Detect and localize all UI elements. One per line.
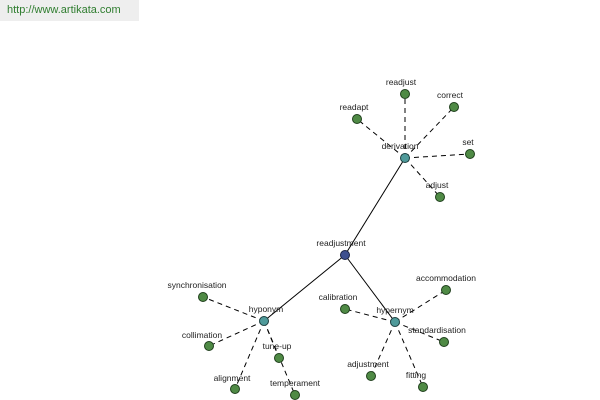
label-alignment[interactable]: alignment <box>214 373 251 383</box>
relation-node-hyponym[interactable] <box>259 316 269 326</box>
graph-labels: readjust correct readapt set adjust derivatio… <box>167 77 476 388</box>
node-alignment[interactable] <box>230 384 240 394</box>
node-correct[interactable] <box>449 102 459 112</box>
node-collimation[interactable] <box>204 341 214 351</box>
edge-hypernym-accommodation <box>394 289 447 323</box>
relation-label-hypernym[interactable]: hypernym <box>376 305 413 315</box>
node-synchronisation[interactable] <box>198 292 208 302</box>
relation-node-hypernym[interactable] <box>390 317 400 327</box>
node-tune-up[interactable] <box>274 353 284 363</box>
edge-root-derivation <box>344 157 406 256</box>
graph-nodes <box>198 89 475 400</box>
edge-root-hyponym <box>263 254 346 322</box>
root-node[interactable] <box>340 250 350 260</box>
label-synchronisation[interactable]: synchronisation <box>167 280 226 290</box>
node-adjust[interactable] <box>435 192 445 202</box>
edge-hypernym-fitting <box>394 321 424 388</box>
label-correct[interactable]: correct <box>437 90 464 100</box>
label-calibration[interactable]: calibration <box>319 292 358 302</box>
edge-hypernym-adjustment <box>370 321 396 377</box>
label-adjustment[interactable]: adjustment <box>347 359 389 369</box>
relation-node-derivation[interactable] <box>400 153 410 163</box>
label-tune-up[interactable]: tune-up <box>263 341 292 351</box>
edge-hyponym-collimation <box>208 320 265 347</box>
root-label[interactable]: readjustment <box>316 238 366 248</box>
label-readjust[interactable]: readjust <box>386 77 417 87</box>
graph-edges <box>202 94 471 396</box>
label-set[interactable]: set <box>462 137 474 147</box>
edge-derivation-correct <box>404 106 455 159</box>
label-fitting[interactable]: fitting <box>406 370 427 380</box>
edge-root-hypernym <box>344 254 396 323</box>
node-readjust[interactable] <box>400 89 410 99</box>
source-url[interactable]: http://www.artikata.com <box>0 0 139 21</box>
edge-derivation-readapt <box>356 118 406 159</box>
label-temperament[interactable]: temperament <box>270 378 321 388</box>
node-fitting[interactable] <box>418 382 428 392</box>
node-temperament[interactable] <box>290 390 300 400</box>
edge-hyponym-alignment <box>234 320 265 390</box>
node-set[interactable] <box>465 149 475 159</box>
relation-label-derivation[interactable]: derivation <box>382 141 419 151</box>
node-standardisation[interactable] <box>439 337 449 347</box>
label-collimation[interactable]: collimation <box>182 330 222 340</box>
node-adjustment[interactable] <box>366 371 376 381</box>
label-standardisation[interactable]: standardisation <box>408 325 466 335</box>
edge-derivation-adjust <box>404 157 441 198</box>
label-adjust[interactable]: adjust <box>426 180 449 190</box>
node-calibration[interactable] <box>340 304 350 314</box>
edge-derivation-set <box>404 153 471 159</box>
label-accommodation[interactable]: accommodation <box>416 273 476 283</box>
node-readapt[interactable] <box>352 114 362 124</box>
edge-hyponym-synchronisation <box>202 296 265 322</box>
relation-label-hyponym[interactable]: hyponym <box>249 304 284 314</box>
node-accommodation[interactable] <box>441 285 451 295</box>
label-readapt[interactable]: readapt <box>340 102 369 112</box>
